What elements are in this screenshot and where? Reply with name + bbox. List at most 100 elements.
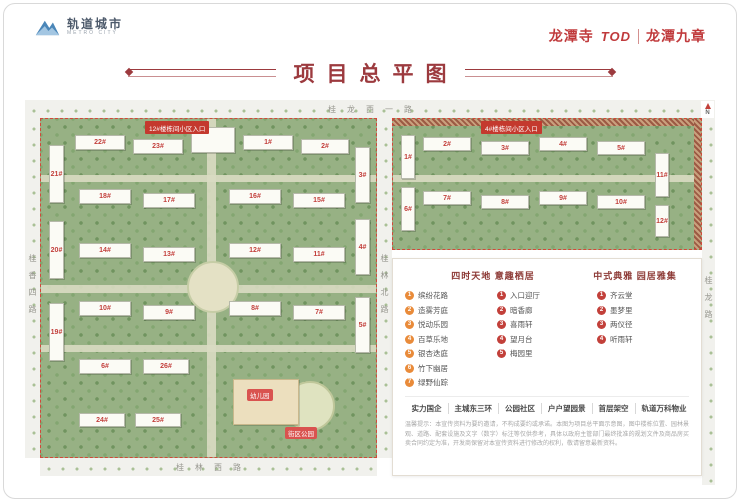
legend-item: 4 望月台	[497, 334, 581, 345]
legend-item-label: 悦动乐园	[418, 320, 448, 329]
legend-number-badge: 4	[405, 334, 414, 344]
building: 11#	[293, 247, 345, 262]
map-left-parcel: 12#楼栋间小区入口 21# 20# 19# 22# 23# 1# 2# 3#	[40, 118, 377, 458]
legend-item-label: 望月台	[510, 334, 533, 344]
legend-number-badge: 5	[497, 349, 506, 358]
legend-item: 3 喜雨轩	[497, 319, 581, 330]
landscape-path-1	[41, 175, 376, 182]
building: 25#	[135, 413, 181, 427]
building-number: 11#	[656, 171, 668, 179]
legend-item-label: 竹下幽居	[418, 363, 448, 373]
building-number: 5#	[358, 321, 367, 329]
selling-point: 轨道万科物业	[634, 403, 693, 414]
map-tag: 街区公园	[285, 427, 317, 439]
logo-subtext: METRO CITY	[67, 29, 118, 36]
legend-item-label: 绿野仙踪	[418, 378, 448, 387]
building-number: 17#	[163, 197, 175, 204]
legend-item-label: 喜雨轩	[510, 320, 533, 329]
building: 18#	[79, 189, 131, 204]
building: 21#	[49, 145, 64, 203]
legend-item: 1 入口迎厅	[497, 290, 581, 301]
building: 3#	[481, 141, 529, 155]
building: 5#	[355, 297, 370, 353]
legend-section1-title: 四时天地 意趣栖居	[451, 271, 535, 281]
legend-columns: 1 缤纷花路 2 造雾芳庭 3 悦动乐园 4	[405, 290, 689, 388]
building-number: 6#	[101, 363, 109, 370]
building-number: 4#	[559, 140, 567, 148]
legend-item-label: 造雾芳庭	[418, 305, 448, 315]
building-number: 8#	[251, 305, 259, 312]
logo-text: 轨道城市	[67, 16, 124, 31]
legend-number-badge: 3	[497, 320, 506, 329]
building: 12#	[229, 243, 281, 258]
building: 9#	[143, 305, 195, 320]
road-left-guixiang-4: 桂香四路	[25, 118, 40, 458]
kindergarten-building	[233, 379, 299, 425]
legend-divider	[405, 396, 689, 397]
building-number: 10#	[615, 198, 627, 206]
building: 1#	[401, 135, 415, 179]
project-brand: 龙潭寺 TOD 龙潭九章	[549, 26, 706, 46]
legend-number-badge: 7	[405, 378, 414, 387]
legend-column-3: 1 齐云堂 2 墨梦里 3 两仪径 4 听雨轩	[581, 290, 689, 388]
legend-item: 2 暗香廊	[497, 305, 581, 316]
building: 8#	[229, 301, 281, 316]
building-number: 12#	[656, 217, 668, 225]
legend-item-label: 银杏迭庭	[418, 349, 448, 358]
building: 15#	[293, 193, 345, 208]
tod-logo: TOD	[600, 28, 631, 44]
legend-item: 5 梅园里	[497, 348, 581, 359]
building-number: 15#	[313, 197, 325, 204]
building: 1#	[243, 135, 293, 150]
planting-buffer-top	[393, 119, 701, 126]
road-right-guilong: 桂龙路	[702, 118, 715, 485]
planting-buffer-right	[694, 119, 701, 249]
legend-item-label: 两仪径	[610, 320, 633, 329]
legend-number-badge: 3	[405, 320, 414, 329]
legend-number-badge: 4	[497, 334, 506, 344]
road-bottom-guilin-west: 桂林西路	[40, 458, 377, 476]
legend-headers: 四时天地 意趣栖居 中式典雅 园居雅集	[405, 269, 689, 282]
selling-point: 首层架空	[591, 403, 635, 414]
building-number: 3#	[358, 171, 367, 179]
disclaimer-text: 温馨提示：本宣传资料为要约邀请，不构成要约或承诺。本图为项目总平面示意图，图中楼…	[405, 422, 689, 448]
building-number: 9#	[165, 309, 173, 316]
building: 22#	[75, 135, 125, 150]
legend-item: 4 听雨轩	[597, 334, 689, 345]
building: 11#	[655, 153, 669, 197]
building: 9#	[539, 191, 587, 205]
legend-item: 3 悦动乐园	[405, 319, 497, 330]
building: 3#	[355, 147, 370, 203]
legend-item: 6 竹下幽居	[405, 363, 497, 374]
central-plaza	[187, 261, 239, 313]
building-number: 7#	[315, 309, 323, 316]
building: 7#	[293, 305, 345, 320]
legend-column-2: 1 入口迎厅 2 暗香廊 3 喜雨轩 4 望月	[497, 290, 581, 388]
building-number: 16#	[249, 193, 261, 200]
legend-item-label: 入口迎厅	[510, 291, 540, 300]
legend-panel: 四时天地 意趣栖居 中式典雅 园居雅集 1 缤纷花路 2 造雾芳庭	[392, 258, 702, 476]
building-number: 8#	[501, 198, 509, 206]
building-number: 24#	[96, 416, 108, 424]
entrance-banner-right: 4#楼栋间小区入口	[481, 121, 542, 134]
brand-longtanjiuzhang: 龙潭九章	[646, 30, 706, 45]
building-number: 26#	[160, 363, 172, 370]
legend-item: 7 绿野仙踪	[405, 377, 497, 388]
building: 23#	[133, 139, 183, 154]
legend-number-badge: 2	[497, 305, 506, 315]
building-number: 22#	[94, 139, 106, 146]
building-number: 5#	[617, 144, 625, 152]
landscape-path-3	[41, 345, 376, 352]
selling-point: 公园社区	[498, 403, 541, 414]
legend-item-label: 梅园里	[510, 349, 533, 358]
building: 24#	[79, 413, 125, 427]
legend-item: 2 墨梦里	[597, 305, 689, 316]
selling-point: 主城东三环	[447, 403, 499, 414]
building: 10#	[597, 195, 645, 209]
building: 12#	[655, 205, 669, 237]
brand-longtansi: 龙潭寺	[548, 28, 594, 44]
building-number: 18#	[99, 193, 111, 200]
logo-texts: 轨道城市 METRO CITY	[67, 16, 124, 37]
building-number: 3#	[501, 144, 509, 152]
legend-section2-title: 中式典雅 园居雅集	[593, 271, 677, 281]
